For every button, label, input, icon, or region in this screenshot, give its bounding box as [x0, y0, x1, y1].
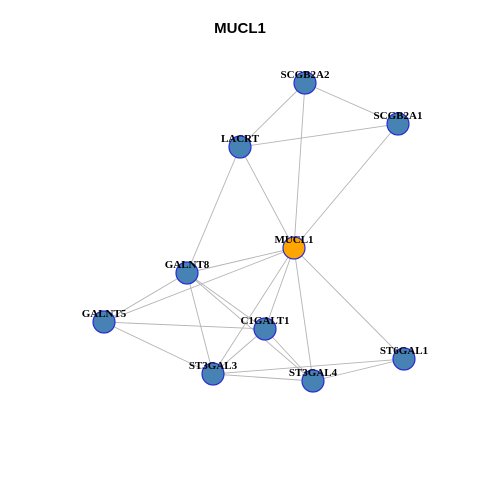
edges-layer: [103, 82, 405, 382]
edge-c1galt1-st3gal4: [264, 328, 314, 382]
node-scgb2a1[interactable]: [386, 112, 410, 136]
edge-mucl1-galnt5: [103, 247, 295, 323]
node-lacrt[interactable]: [228, 135, 252, 159]
node-label-st6gal1: ST6GAL1: [380, 345, 428, 357]
edge-galnt8-galnt5: [103, 272, 188, 323]
edge-mucl1-c1galt1: [264, 247, 295, 330]
node-label-st3gal3: ST3GAL3: [189, 360, 238, 372]
node-st3gal4[interactable]: [301, 369, 325, 393]
edge-galnt8-st3gal3: [186, 272, 214, 375]
edge-mucl1-st3gal3: [212, 247, 295, 375]
edge-scgb2a2-mucl1: [293, 82, 306, 249]
node-mucl1[interactable]: [282, 236, 306, 260]
node-label-galnt8: GALNT8: [165, 259, 210, 271]
node-c1galt1[interactable]: [253, 317, 277, 341]
edge-scgb2a2-lacrt: [239, 82, 306, 148]
node-st6gal1[interactable]: [392, 347, 416, 371]
node-label-lacrt: LACRT: [221, 133, 260, 145]
node-label-c1galt1: C1GALT1: [240, 315, 289, 327]
node-galnt5[interactable]: [92, 310, 116, 334]
edge-galnt5-st3gal3: [103, 321, 214, 375]
nodes-layer: [92, 71, 416, 393]
edge-galnt5-c1galt1: [103, 321, 266, 330]
edge-scgb2a1-lacrt: [239, 123, 399, 148]
node-label-galnt5: GALNT5: [82, 308, 127, 320]
graph-title: MUCL1: [214, 20, 266, 37]
edge-mucl1-galnt8: [186, 247, 295, 274]
node-label-mucl1: MUCL1: [274, 234, 313, 246]
edge-galnt8-st3gal4: [186, 272, 314, 382]
edge-galnt8-c1galt1: [186, 272, 266, 330]
node-label-scgb2a1: SCGB2A1: [374, 110, 423, 122]
edge-st3gal4-st6gal1: [312, 358, 405, 382]
edge-scgb2a1-mucl1: [293, 123, 399, 249]
node-label-st3gal4: ST3GAL4: [289, 367, 338, 379]
edge-lacrt-mucl1: [239, 146, 295, 249]
node-label-scgb2a2: SCGB2A2: [281, 69, 330, 81]
edge-st3gal3-st6gal1: [212, 358, 405, 375]
node-st3gal3[interactable]: [201, 362, 225, 386]
node-galnt8[interactable]: [175, 261, 199, 285]
edge-scgb2a2-scgb2a1: [304, 82, 399, 125]
edge-mucl1-st6gal1: [293, 247, 405, 360]
edge-lacrt-galnt8: [186, 146, 241, 274]
node-scgb2a2[interactable]: [293, 71, 317, 95]
edge-mucl1-st3gal4: [293, 247, 314, 382]
edge-st3gal3-st3gal4: [212, 373, 314, 382]
